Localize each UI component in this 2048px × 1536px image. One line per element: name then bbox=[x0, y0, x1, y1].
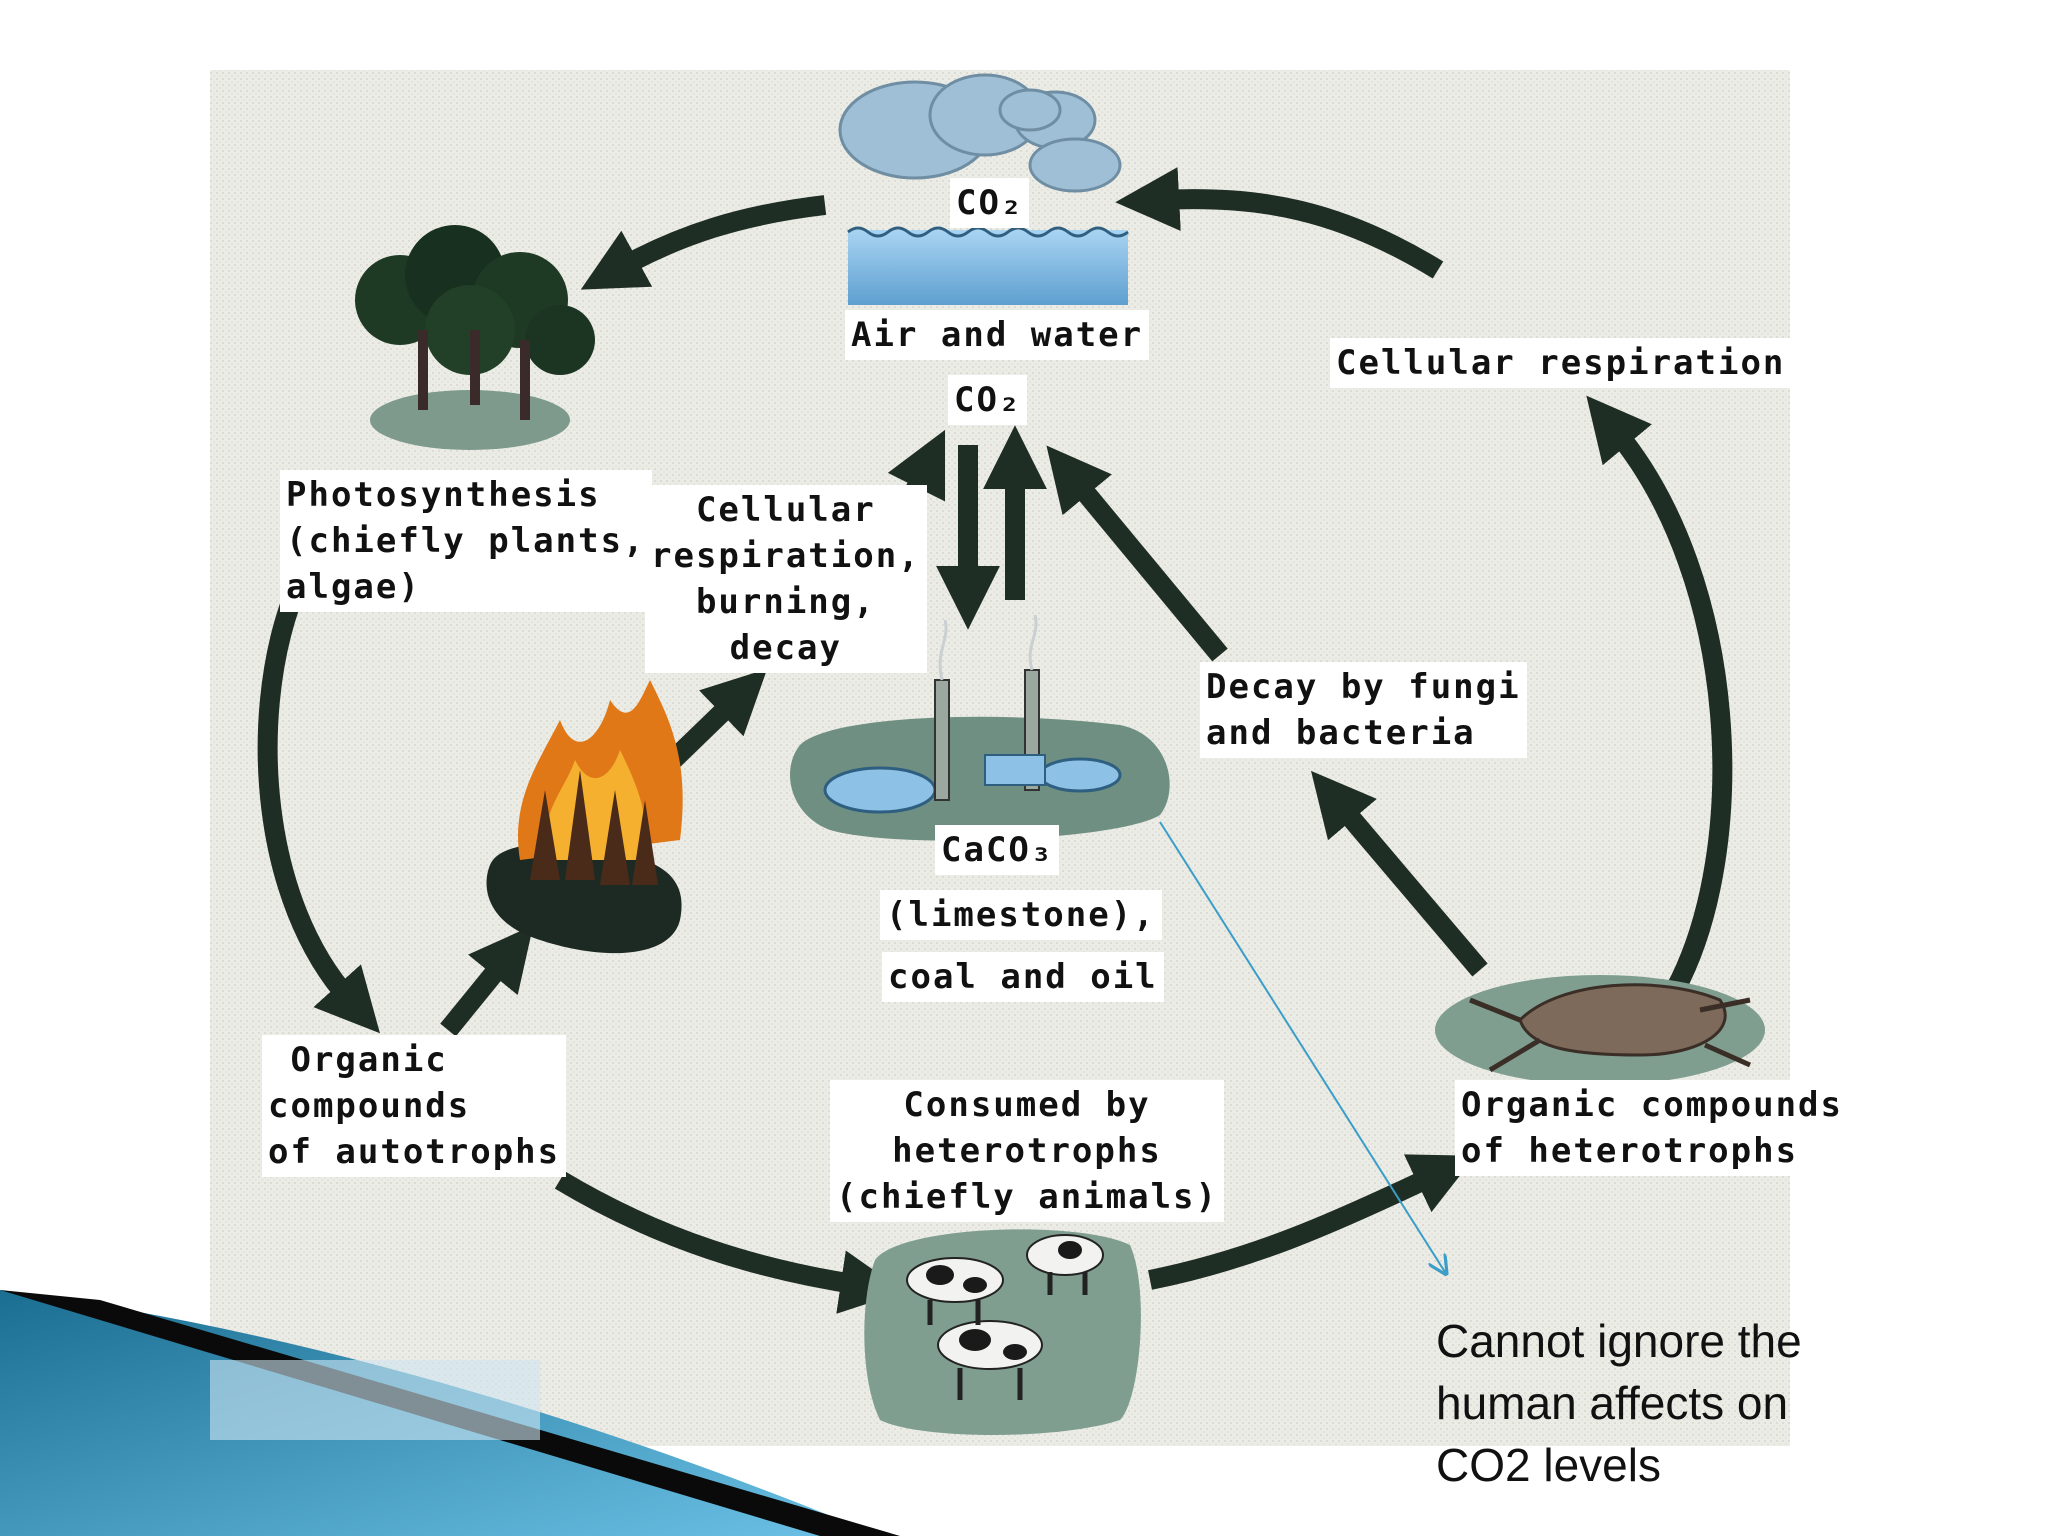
co2-air-label: CO₂ bbox=[950, 178, 1030, 228]
arrow-photosynthesis-to-autotrophs bbox=[257, 601, 380, 1034]
respiration-burning-decay-label: Cellular respiration, burning, decay bbox=[645, 485, 927, 673]
photosynthesis-label: Photosynthesis (chiefly plants, algae) bbox=[280, 470, 652, 612]
coal-oil-label: coal and oil bbox=[882, 952, 1164, 1002]
water-icon bbox=[847, 226, 1129, 305]
arrow-autotrophs-to-fire bbox=[440, 925, 534, 1037]
arrow-heterotrophs-to-respiration bbox=[1586, 395, 1733, 995]
organic-autotrophs-label: Organic compounds of autotrophs bbox=[262, 1035, 567, 1177]
decay-fungi-bacteria-label: Decay by fungi and bacteria bbox=[1200, 662, 1527, 758]
limestone-label: (limestone), bbox=[880, 890, 1162, 940]
consumed-by-heterotrophs-label: Consumed by heterotrophs (chiefly animal… bbox=[830, 1080, 1224, 1222]
cows-icon bbox=[864, 1229, 1141, 1435]
slide-swoosh-decoration bbox=[0, 1290, 900, 1536]
caco3-label: CaCO₃ bbox=[935, 825, 1060, 875]
cellular-respiration-label: Cellular respiration bbox=[1330, 338, 1792, 388]
arrow-decay-to-co2 bbox=[1046, 445, 1228, 662]
fire-icon bbox=[486, 680, 683, 954]
air-and-water-label: Air and water bbox=[845, 310, 1150, 360]
trees-icon bbox=[355, 225, 595, 450]
cloud-icon bbox=[838, 73, 1122, 193]
arrow-fire-to-respiration bbox=[666, 668, 768, 768]
human-affects-note: Cannot ignore the human affects on CO2 l… bbox=[1436, 1315, 1802, 1491]
factory-icon bbox=[790, 614, 1170, 841]
arrow-heterotrophs-to-decay bbox=[1311, 770, 1488, 977]
organic-heterotrophs-label: Organic compounds of heterotrophs bbox=[1455, 1080, 1849, 1176]
dead-animal-icon bbox=[1435, 975, 1765, 1085]
co2-mid-label: CO₂ bbox=[948, 375, 1028, 425]
arrow-respiration-to-co2 bbox=[1115, 167, 1444, 279]
arrow-co2-to-plants bbox=[580, 195, 827, 290]
arrow-autotrophs-to-consumers bbox=[554, 1171, 905, 1314]
annotation-pointer bbox=[1159, 821, 1445, 1272]
